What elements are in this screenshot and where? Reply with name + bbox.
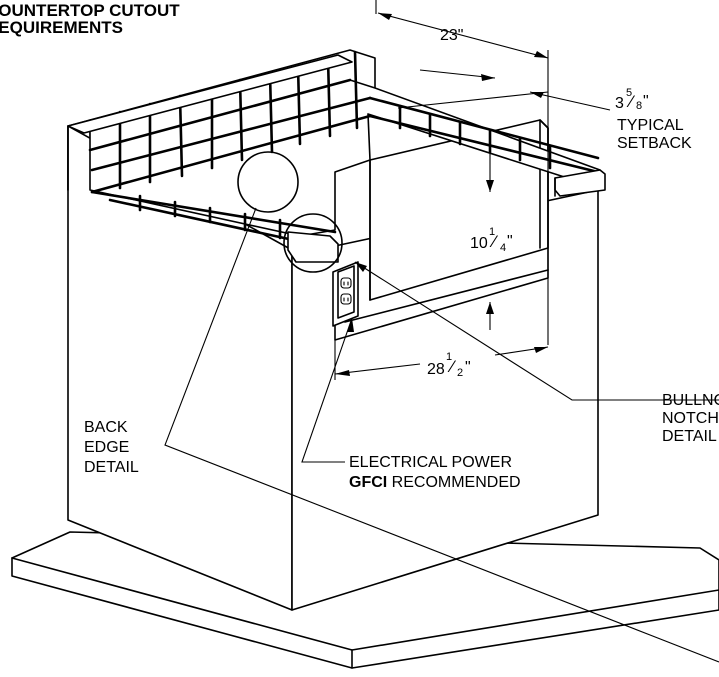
leader-lines [164,207,719,663]
gfci-outlet [332,261,359,327]
setback-label-typical: TYPICAL [617,117,684,134]
page-title: COUNTERTOP CUTOUT REQUIREMENTS [0,1,180,37]
setback-label-setback: SETBACK [617,135,692,152]
gfci-recommended-label: GFCI RECOMMENDED [349,474,521,491]
tile-countertop [67,49,606,263]
bullnose-detail-circle [283,213,343,273]
cabinet [67,119,599,611]
dimension-lines [334,0,611,380]
electrical-power-label: ELECTRICAL POWER [349,454,512,471]
width-dimension-label: 23" [440,27,464,44]
back-edge-detail-circle [237,151,299,213]
